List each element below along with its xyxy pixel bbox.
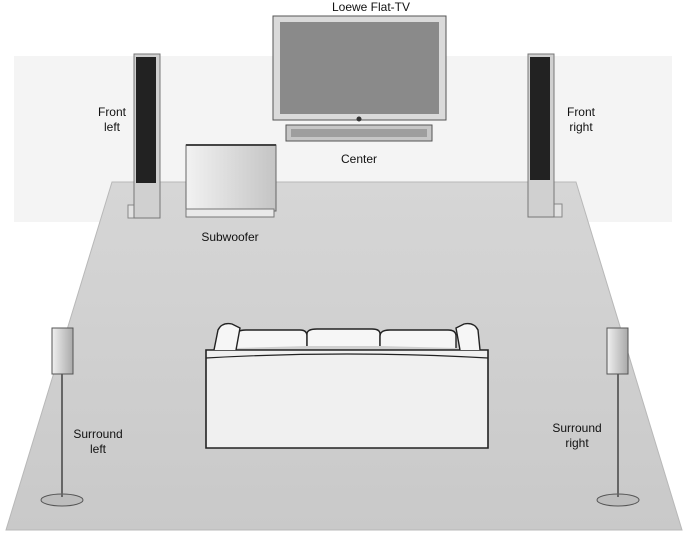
satellite-speaker-icon (40, 327, 84, 507)
front-left-label-line2: left (104, 120, 121, 134)
tv-label: Loewe Flat-TV (332, 0, 410, 14)
surround-right-label-line1: Surround (552, 421, 601, 435)
subwoofer-label: Subwoofer (201, 230, 258, 244)
center-speaker-icon (285, 124, 433, 142)
sofa-icon (205, 322, 489, 449)
surround-right-label-line2: right (565, 436, 589, 450)
center-label: Center (341, 152, 377, 166)
subwoofer-icon (185, 144, 277, 218)
floor-speaker-icon (127, 53, 161, 219)
satellite-speaker-icon (596, 327, 640, 507)
front-left-label-line1: Front (98, 105, 127, 119)
front-right-label-line2: right (569, 120, 593, 134)
surround-left-label-line2: left (90, 442, 107, 456)
surround-left-label-line1: Surround (73, 427, 122, 441)
floor-speaker-icon (527, 53, 563, 218)
front-right-label-line1: Front (567, 105, 596, 119)
tv-icon (272, 15, 447, 122)
